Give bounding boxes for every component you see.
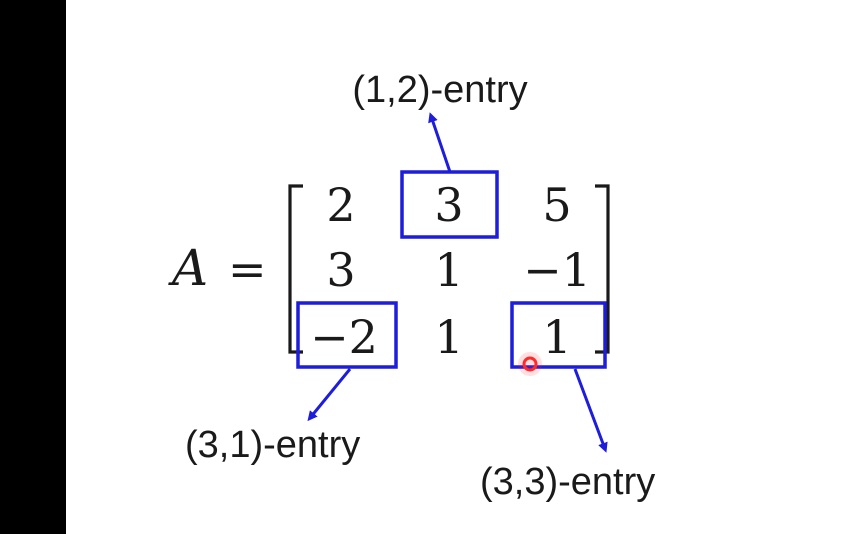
matrix-entry-3-1: −2: [310, 310, 378, 364]
matrix-entry-2-1: 3: [326, 243, 355, 297]
arrow-1-2: [428, 112, 452, 173]
right-bracket: [595, 184, 610, 354]
arrow-3-3: [573, 368, 608, 453]
highlight-box-3-3: [510, 301, 607, 369]
matrix-entry-1-1: 2: [326, 178, 355, 232]
label-1-2-entry: (1,2)-entry: [352, 69, 527, 111]
matrix-entry-2-3: −1: [523, 243, 591, 297]
matrix-name: A: [168, 239, 208, 297]
equals-sign: =: [228, 242, 267, 296]
highlight-box-3-1: [296, 301, 398, 369]
label-3-3-entry: (3,3)-entry: [480, 461, 655, 503]
pointer-cursor-icon: [522, 356, 538, 372]
video-side-bar: [0, 0, 66, 534]
label-3-1-entry: (3,1)-entry: [185, 424, 360, 466]
arrow-3-1: [307, 368, 352, 422]
matrix-entry-1-2: 3: [434, 178, 463, 232]
matrix-entry-1-3: 5: [542, 178, 571, 232]
matrix-entry-2-2: 1: [434, 243, 463, 297]
cursor-glow: [518, 352, 542, 376]
matrix-entry-3-2: 1: [434, 310, 463, 364]
matrix-entry-3-3: 1: [542, 310, 571, 364]
